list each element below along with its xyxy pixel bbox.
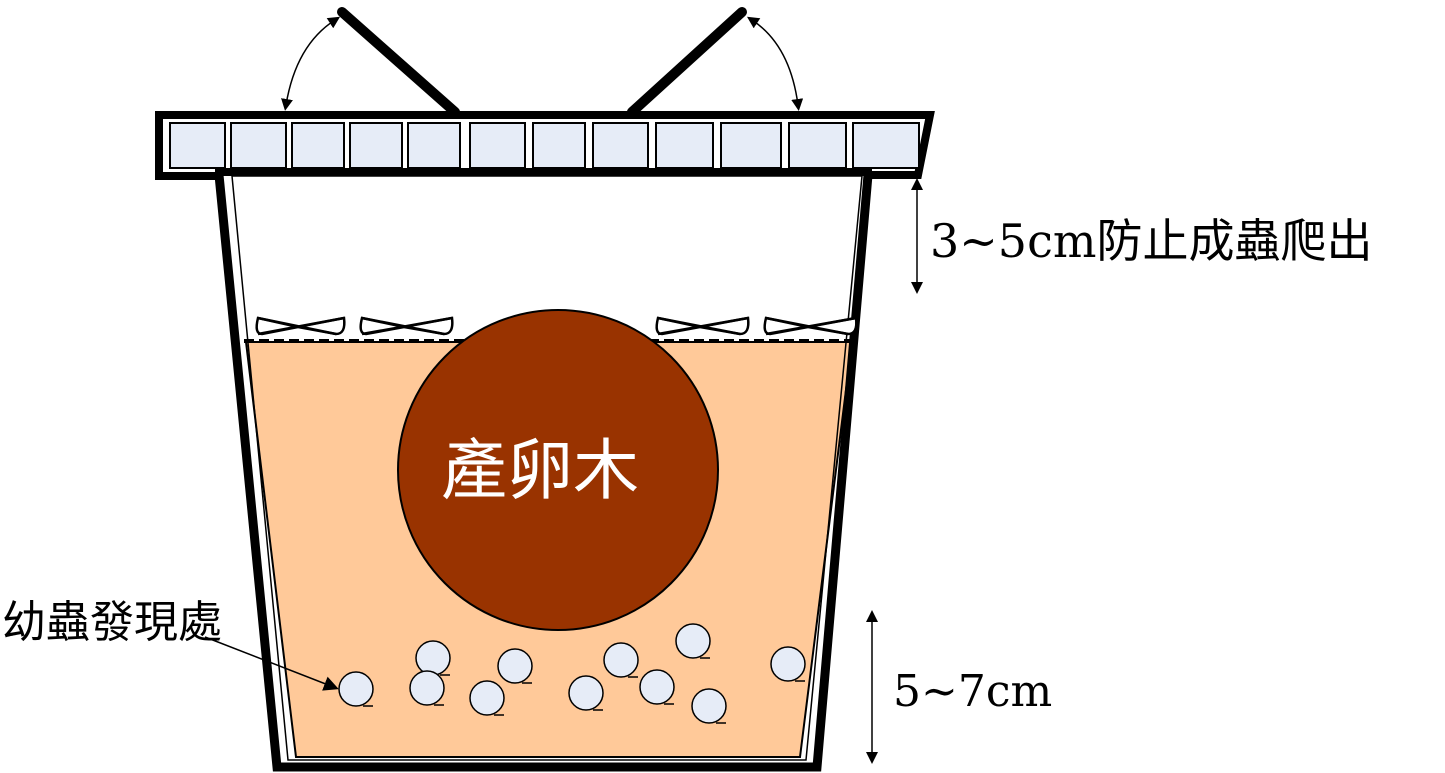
larva-circle-icon [409,670,445,706]
leaf-icon [359,316,454,336]
leaf-icon [655,316,750,336]
double-arrow-icon [281,16,341,111]
egg-laying-log [397,309,719,631]
larva-circle-icon [691,688,727,724]
larva-circle-icon [497,648,533,684]
larva-circle-icon [770,646,806,682]
leaf-icon [763,316,858,336]
leaf-icon [255,316,346,336]
larvae-group [338,623,806,724]
larva-circle-icon [415,640,451,676]
larva-circle-icon [568,675,604,711]
top-gap-label: 3~5cm防止成蟲爬出 [930,214,1373,268]
lid-vent-panels [169,122,920,169]
lid-flap-left [337,7,460,117]
larva-pointer-arrow [204,636,339,691]
larva-location-label: 幼蟲發現處 [2,597,222,648]
larva-circle-icon [469,680,505,716]
container-body [214,174,873,772]
larva-circle-icon [603,642,639,678]
lid-flap-right [627,7,747,117]
substrate-depth-label: 5~7cm [893,666,1053,717]
double-arrow-icon [746,16,804,111]
larva-circle-icon [338,671,374,707]
larva-circle-icon [639,669,675,705]
log-label: 產卵木 [441,432,639,509]
larva-circle-icon [675,623,711,659]
